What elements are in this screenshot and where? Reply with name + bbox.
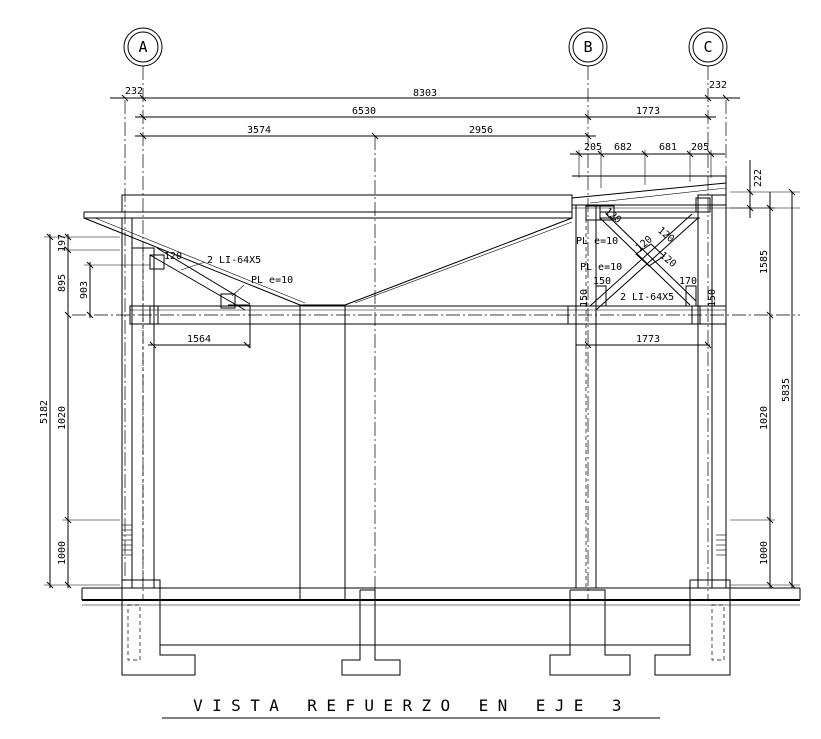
intermediate-posts — [299, 305, 346, 600]
right-dimensions: 222 1585 5835 1020 1000 — [730, 160, 800, 589]
dim-150-c: 150 — [707, 289, 718, 307]
grid-label-a: A — [138, 38, 147, 56]
dim-1000-left: 1000 — [57, 541, 68, 565]
dim-682: 682 — [614, 142, 632, 153]
dim-1773-bottom: 1773 — [636, 334, 660, 345]
dim-3574: 3574 — [247, 125, 271, 136]
dim-903: 903 — [79, 281, 90, 299]
dim-5182: 5182 — [39, 400, 50, 424]
roof-structure — [83, 175, 800, 306]
label-right-angle: 2 LI-64X5 — [620, 292, 674, 303]
grid-bubble-a: A — [123, 27, 163, 67]
dim-197: 197 — [57, 234, 68, 252]
left-brace-detail: 120 2 LI-64X5 PL e=10 1564 — [148, 247, 293, 349]
drawing-title: VISTA REFUERZO EN EJE 3 — [193, 696, 631, 715]
dim-1000-right: 1000 — [759, 541, 770, 565]
column-c — [697, 194, 727, 589]
dim-232-right: 232 — [709, 80, 727, 91]
dim-205-a: 205 — [584, 142, 602, 153]
dim-5835: 5835 — [781, 378, 792, 402]
dim-6530: 6530 — [352, 106, 376, 117]
grid-bubble-c: C — [688, 27, 728, 67]
dim-170: 170 — [679, 276, 697, 287]
dim-895: 895 — [57, 274, 68, 292]
dim-222: 222 — [753, 169, 764, 187]
left-dimensions: 197 895 903 5182 1020 1000 — [39, 233, 150, 589]
dim-1020-left: 1020 — [57, 406, 68, 430]
dim-1585: 1585 — [759, 250, 770, 274]
dim-120-b: 120 — [634, 234, 655, 254]
right-brace-detail: PL e=10 PL e=10 2 LI-64X5 120 120 120 12… — [576, 197, 718, 349]
dim-8303: 8303 — [413, 88, 437, 99]
label-left-plate: PL e=10 — [251, 275, 293, 286]
dim-2956: 2956 — [469, 125, 493, 136]
grid-bubble-b: B — [568, 27, 608, 67]
dim-205-b: 205 — [691, 142, 709, 153]
dim-150-a: 150 — [579, 289, 590, 307]
label-right-plate-top: PL e=10 — [576, 236, 618, 247]
grid-label-c: C — [703, 38, 712, 56]
dim-232-left: 232 — [125, 86, 143, 97]
column-a — [121, 217, 155, 589]
label-left-angle: 2 LI-64X5 — [207, 255, 261, 266]
drawing-title-block: VISTA REFUERZO EN EJE 3 — [162, 696, 660, 719]
dim-1564: 1564 — [187, 334, 211, 345]
dim-120-left: 120 — [164, 251, 182, 262]
dim-120-c: 120 — [655, 225, 676, 245]
dim-681: 681 — [659, 142, 677, 153]
dim-150-b: 150 — [593, 276, 611, 287]
label-right-plate-mid: PL e=10 — [580, 262, 622, 273]
column-base-hatching — [122, 524, 726, 556]
dim-1773-top: 1773 — [636, 106, 660, 117]
top-dimensions: 232 8303 232 6530 1773 3574 2956 205 682… — [110, 80, 740, 188]
grid-label-b: B — [583, 38, 592, 56]
dim-1020-right: 1020 — [759, 406, 770, 430]
foundation — [81, 579, 801, 676]
